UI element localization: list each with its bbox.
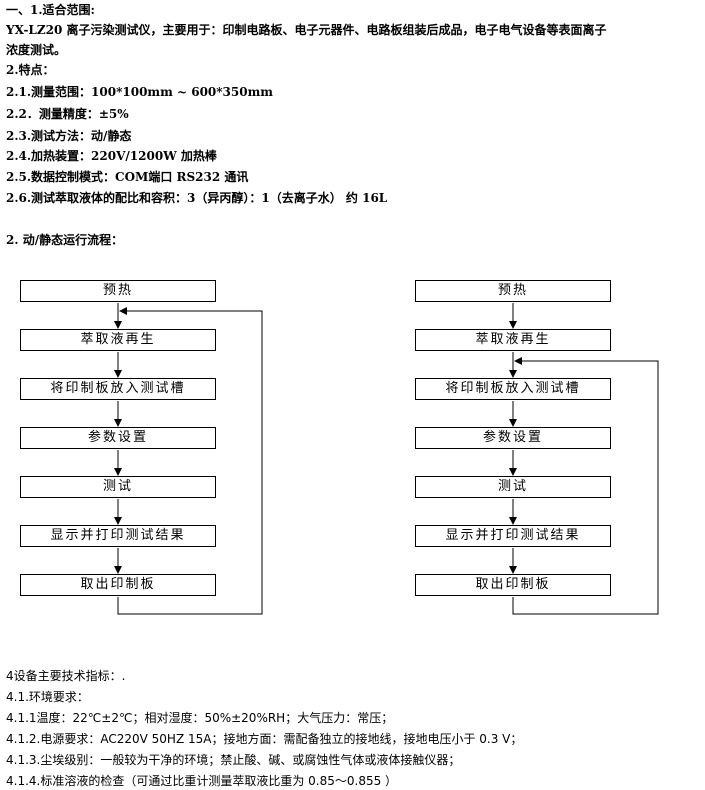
spec-item: 4.1.1温度：22℃±2℃；相对湿度：50%±20%RH；大气压力：常压； [6, 711, 394, 725]
flow-step-regenerate: 萃取液再生 [20, 329, 216, 351]
spec-item: 4.1.4.标准溶液的检查（可通过比重计测量萃取液比重为 0.85～0.855 … [6, 774, 398, 788]
flow-step-preheat: 预热 [415, 280, 611, 302]
flow-step-insert-board: 将印制板放入测试槽 [20, 378, 216, 400]
intro-line-1: YX-LZ20 离子污染测试仪，主要用于：印制电路板、电子元器件、电路板组装后成… [6, 23, 607, 37]
section-heading-features: 2.特点： [6, 63, 55, 77]
flow-step-test: 测试 [20, 476, 216, 498]
spec-item: 4.1.环境要求： [6, 690, 89, 704]
spec-item: 4.1.2.电源要求：AC220V 50HZ 15A；接地方面：需配备独立的接地… [6, 732, 523, 746]
intro-line-2: 浓度测试。 [6, 43, 67, 57]
section-heading-scope: 一、1.适合范围: [6, 3, 95, 17]
flow-step-remove-board: 取出印制板 [20, 574, 216, 596]
feature-item: 2.5.数据控制模式：COM端口 RS232 通讯 [6, 170, 249, 184]
flow-step-display-print: 显示并打印测试结果 [20, 525, 216, 547]
flow-step-display-print: 显示并打印测试结果 [415, 525, 611, 547]
feature-item: 2.6.测试萃取液体的配比和容积：3（异丙醇）：1（去离子水） 约 16L [6, 191, 388, 205]
section-heading-flow: 2. 动/静态运行流程： [6, 233, 124, 247]
flow-step-regenerate: 萃取液再生 [415, 329, 611, 351]
flow-step-parameters: 参数设置 [415, 427, 611, 449]
feature-item: 2.3.测试方法：动/静态 [6, 129, 132, 143]
spec-item: 4.1.3.尘埃级别：一般较为干净的环境；禁止酸、碱、或腐蚀性气体或液体接触仪器… [6, 753, 461, 767]
feature-item: 2.2．测量精度：±5% [6, 107, 129, 121]
section-heading-specs: 4设备主要技术指标：. [6, 669, 126, 683]
feature-item: 2.4.加热装置：220V/1200W 加热棒 [6, 149, 217, 163]
flow-step-remove-board: 取出印制板 [415, 574, 611, 596]
flow-step-preheat: 预热 [20, 280, 216, 302]
feature-item: 2.1.测量范围：100*100mm ~ 600*350mm [6, 85, 274, 99]
flow-step-parameters: 参数设置 [20, 427, 216, 449]
flow-step-test: 测试 [415, 476, 611, 498]
flow-step-insert-board: 将印制板放入测试槽 [415, 378, 611, 400]
